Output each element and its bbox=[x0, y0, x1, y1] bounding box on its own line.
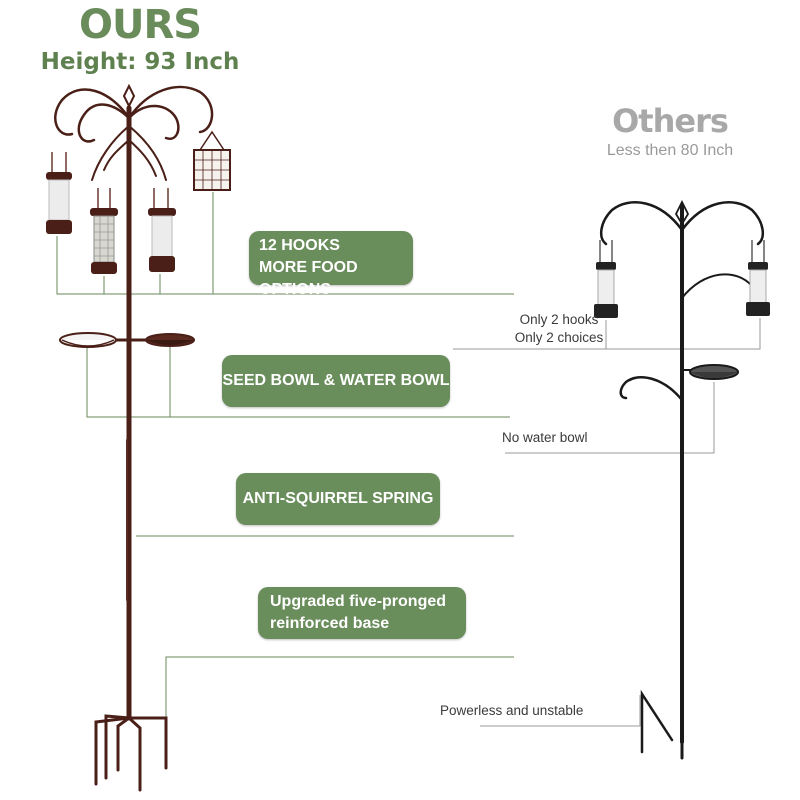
others-hooks-line1: Only 2 hooks bbox=[519, 312, 599, 327]
feature-badge-bowls: SEED BOWL & WATER BOWL bbox=[222, 355, 450, 407]
ours-suet-cage bbox=[193, 130, 231, 191]
feature-spring-label: ANTI-SQUIRREL SPRING bbox=[242, 490, 434, 507]
ours-feeder-3 bbox=[148, 188, 176, 272]
ours-seed-bowl bbox=[145, 333, 195, 347]
feature-badge-spring: ANTI-SQUIRREL SPRING bbox=[236, 473, 440, 525]
others-feeder-left bbox=[594, 240, 618, 318]
others-height: Less then 80 Inch bbox=[606, 142, 734, 159]
ours-title: OURS bbox=[78, 2, 202, 48]
feature-bowls-label: SEED BOWL & WATER BOWL bbox=[222, 372, 450, 389]
feature-hooks-line2: MORE FOOD OPTIONS bbox=[259, 259, 358, 298]
feature-hooks-line1: 12 HOOKS bbox=[259, 237, 340, 254]
feature-badge-base: Upgraded five-pronged reinforced base bbox=[258, 587, 466, 639]
feature-base-line1: Upgraded five-pronged bbox=[270, 593, 447, 610]
feature-base-line2: reinforced base bbox=[270, 615, 390, 632]
others-seed-bowl bbox=[689, 364, 739, 380]
others-pole bbox=[599, 199, 765, 760]
connector-lines bbox=[56, 192, 514, 718]
others-feeder-right bbox=[746, 240, 770, 316]
others-hooks-note: Only 2 hooks Only 2 choices bbox=[494, 311, 624, 347]
others-hooks-line2: Only 2 choices bbox=[514, 330, 604, 345]
others-base-note: Powerless and unstable bbox=[440, 703, 584, 718]
others-title: Others bbox=[612, 102, 729, 140]
others-bowl-note: No water bowl bbox=[502, 430, 588, 445]
ours-height: Height: 93 Inch bbox=[40, 49, 240, 75]
ours-water-bowl bbox=[59, 332, 117, 348]
ours-feeder-2 bbox=[90, 188, 118, 274]
others-connector-lines bbox=[453, 318, 761, 727]
feature-badge-hooks: 12 HOOKS MORE FOOD OPTIONS bbox=[249, 231, 413, 298]
ours-pole bbox=[54, 83, 214, 792]
ours-feeder-1 bbox=[46, 152, 72, 234]
